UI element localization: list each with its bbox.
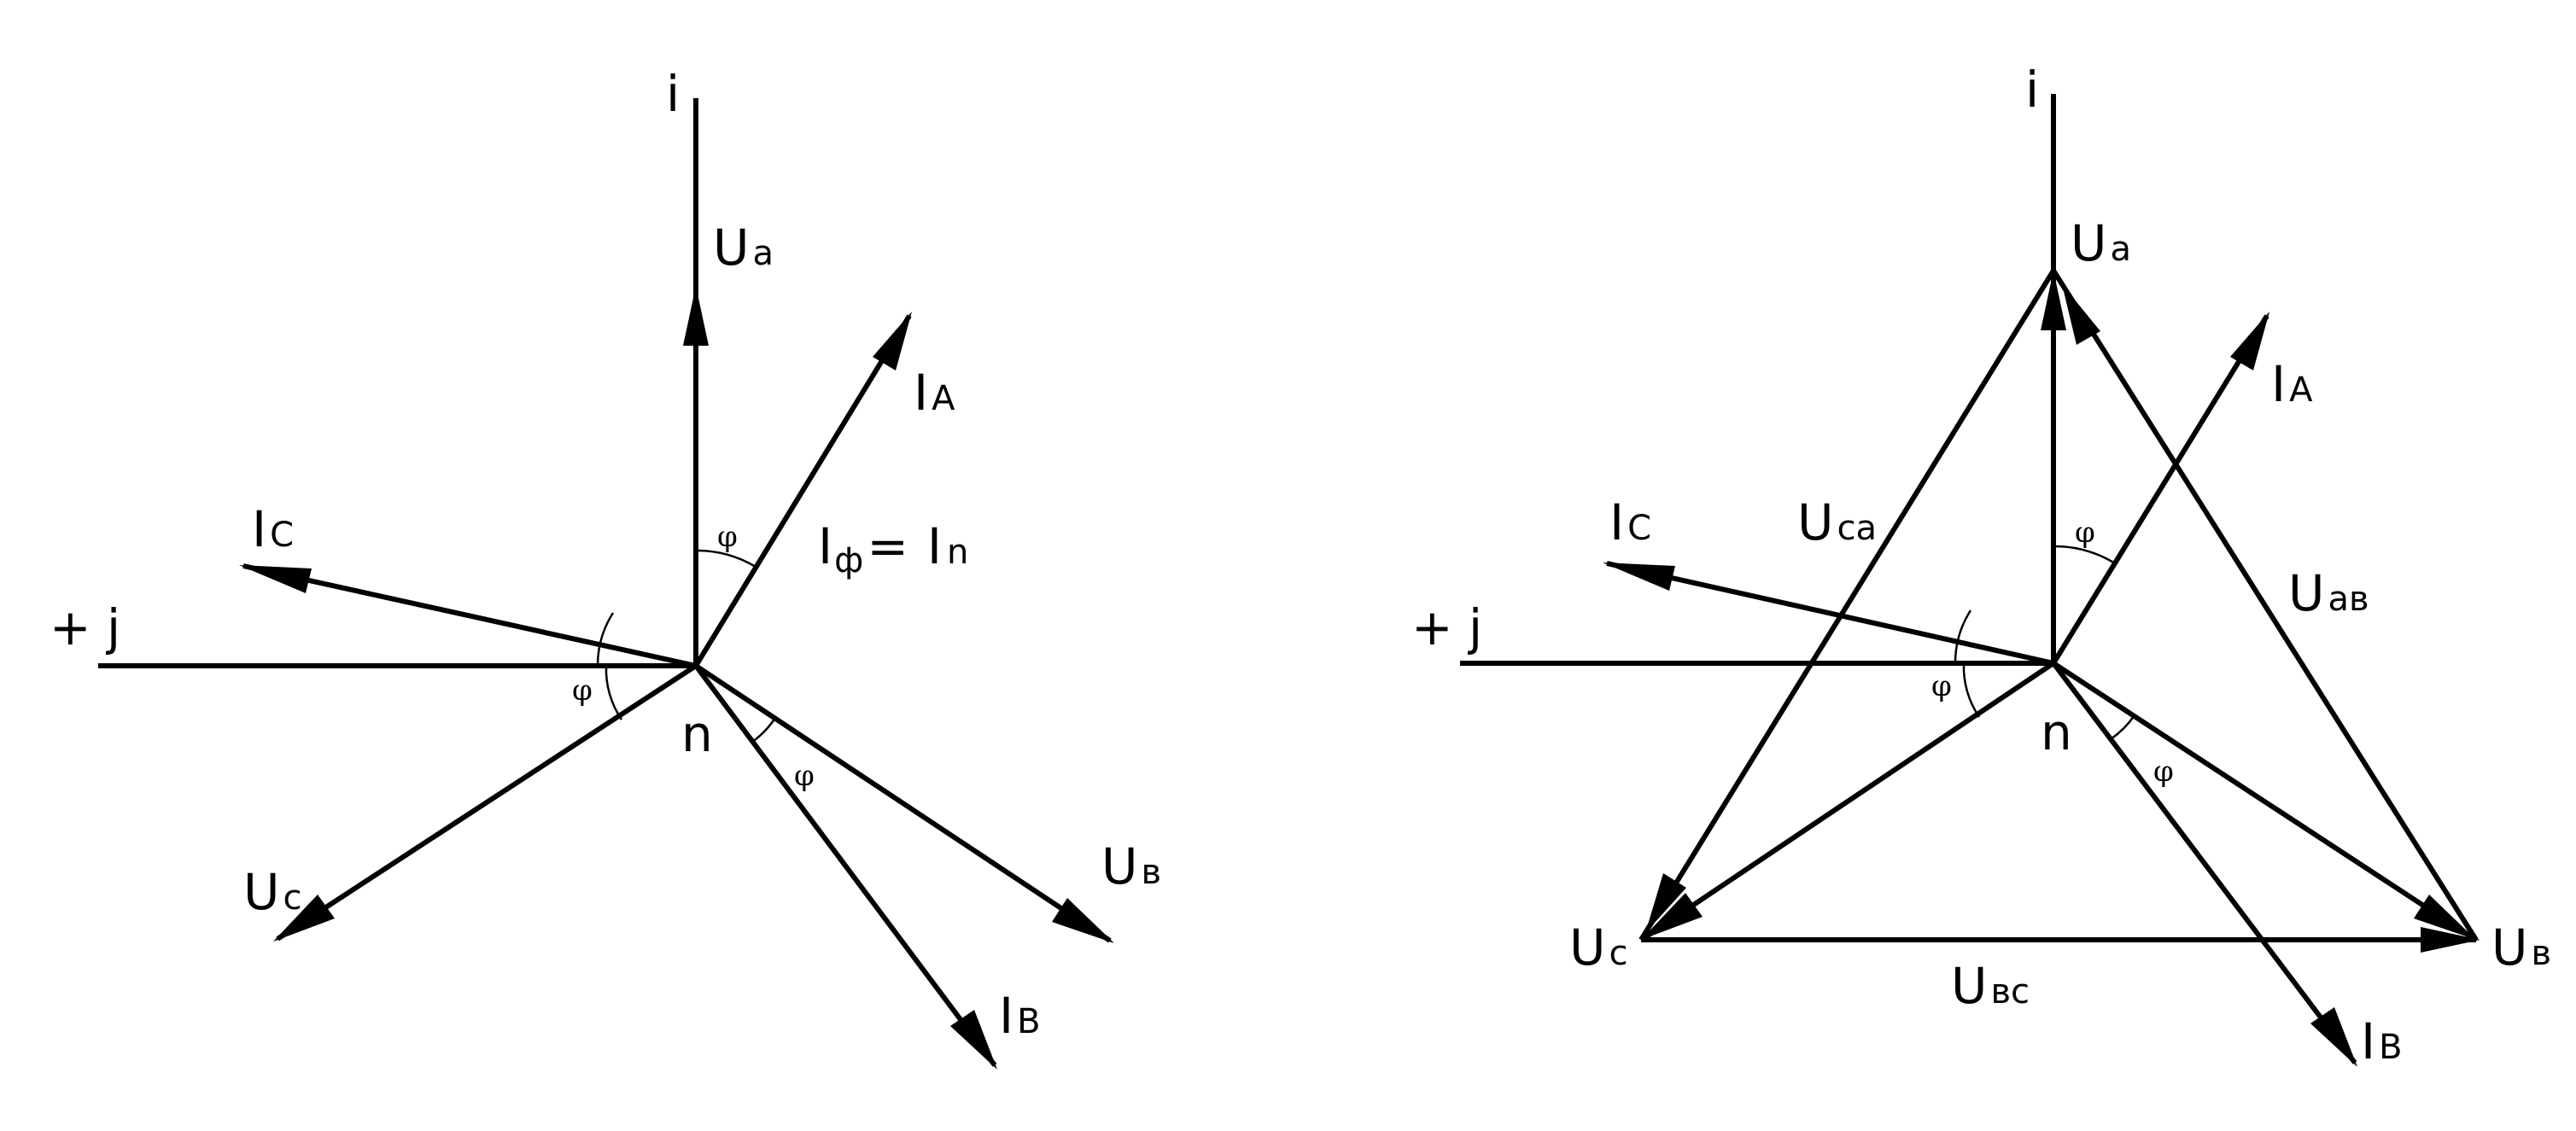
- right-phi-b: φ: [2153, 755, 2174, 789]
- right-arrowhead-ic: [1603, 563, 1675, 591]
- right-angle-arc-c: [1954, 609, 1972, 664]
- right-arrowhead-uc: [1641, 893, 1703, 940]
- left-vector-ic: [242, 563, 697, 668]
- right-arrowhead-uab: [2062, 284, 2100, 345]
- left-vector-ib: [693, 664, 997, 1067]
- right-phi-c: φ: [1931, 669, 1952, 703]
- left-axis-i-label: i: [666, 65, 680, 123]
- right-arrowhead-ib: [2310, 1007, 2357, 1067]
- left-angle-arc-c: [596, 612, 615, 667]
- right-neutral-label: n: [2041, 703, 2072, 761]
- left-phi-c: φ: [572, 673, 593, 708]
- right-angle-arc-b: [2110, 714, 2136, 741]
- left-phi-b: φ: [794, 759, 815, 793]
- right-arrowhead-ubc: [2421, 927, 2480, 953]
- left-phi-a: φ: [717, 520, 738, 554]
- left-neutral-label: n: [681, 705, 713, 763]
- right-arrowhead-ia: [2230, 312, 2269, 370]
- right-arrowhead-ub: [2414, 895, 2476, 940]
- left-vector-ub: [694, 663, 1112, 943]
- right-phi-a: φ: [2075, 516, 2095, 550]
- right-angle-arc-a: [2053, 545, 2116, 565]
- right-axis-j-label: + j: [1411, 598, 1482, 656]
- left-arrowhead-ua: [683, 286, 709, 346]
- right-vector-uca: [1638, 269, 2056, 942]
- right-vector-ic: [1606, 561, 2054, 666]
- left-vector-ia: [693, 314, 912, 668]
- left-angle-arc-c2: [605, 665, 623, 720]
- right-angle-arc-c2: [1962, 662, 1981, 718]
- left-angle-arc-a: [695, 549, 756, 568]
- right-vector-ib: [2051, 662, 2357, 1064]
- right-vector-ub: [2052, 661, 2474, 940]
- right-arrowhead-uca: [1645, 873, 1686, 933]
- right-vector-uab: [2051, 269, 2479, 942]
- left-vector-uc: [276, 663, 698, 942]
- right-vector-uc: [1644, 661, 2055, 940]
- left-arrowhead-ia: [873, 312, 912, 370]
- left-arrowhead-uc: [273, 895, 335, 942]
- right-axis-i-label: i: [2025, 61, 2039, 119]
- right-vector-ia: [2051, 314, 2269, 665]
- left-arrowhead-ic: [239, 565, 312, 593]
- left-axis-j-label: + j: [50, 598, 120, 656]
- left-arrowhead-ub: [1052, 898, 1114, 943]
- right-arrowhead-ua: [2041, 271, 2066, 330]
- left-arrowhead-ib: [950, 1010, 997, 1070]
- left-angle-arc-b: [751, 717, 777, 744]
